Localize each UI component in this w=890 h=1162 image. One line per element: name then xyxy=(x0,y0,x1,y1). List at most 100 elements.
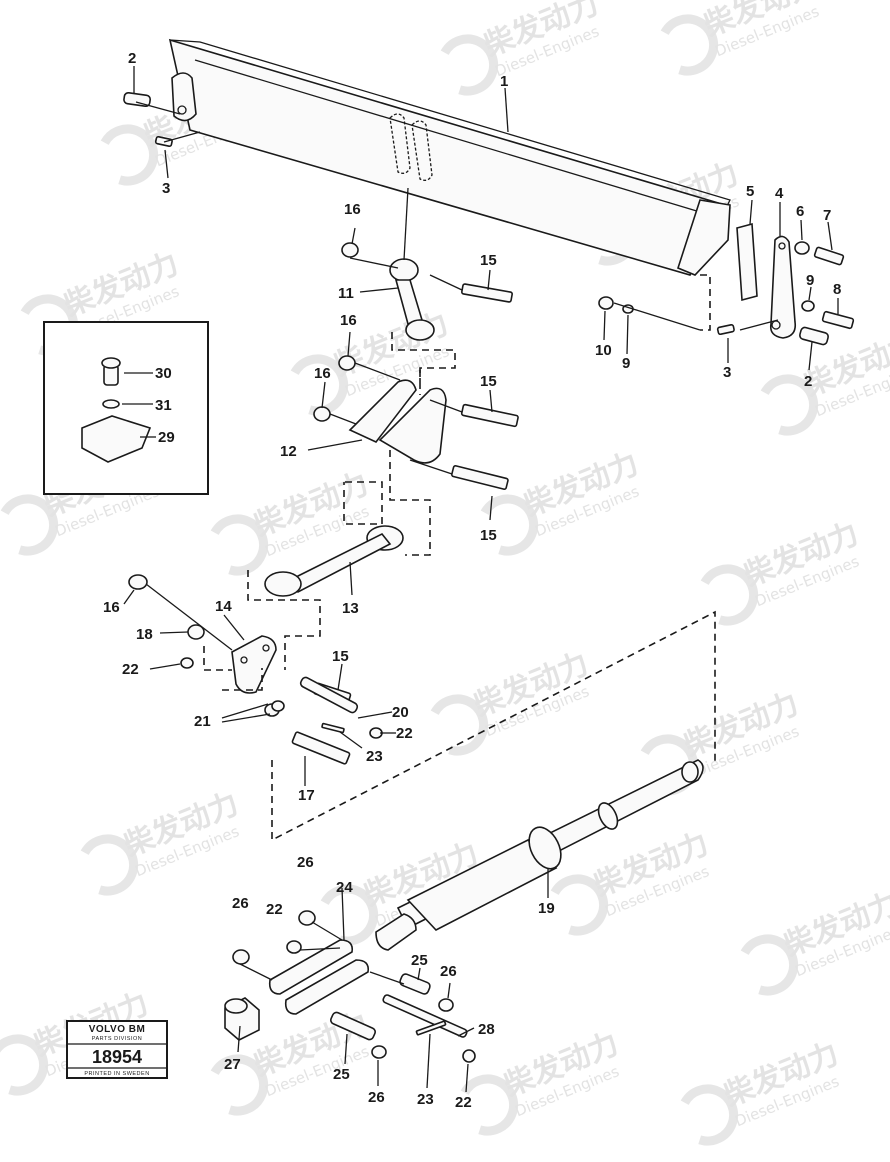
part-5-plate xyxy=(736,222,758,302)
callout-26: 26 xyxy=(297,854,314,871)
watermark: 柴发动力 Diesel-Engines xyxy=(740,886,890,996)
part-6-washer xyxy=(794,241,810,255)
part-2-pin-right xyxy=(799,326,829,346)
part-15-bolt-c xyxy=(451,464,509,490)
callout-23: 23 xyxy=(366,748,383,765)
callout-22: 22 xyxy=(122,661,139,678)
part-16-nut-c xyxy=(313,406,331,422)
part-23-pin xyxy=(321,722,345,734)
callout-9: 9 xyxy=(806,272,814,289)
part-19-cylinder xyxy=(375,759,704,951)
watermark: 柴发动力 Diesel-Engines xyxy=(660,0,824,76)
stamp-division: PARTS DIVISION xyxy=(92,1036,143,1042)
part-15-bolt-a xyxy=(461,283,513,303)
callout-7: 7 xyxy=(823,207,831,224)
callout-30: 30 xyxy=(155,365,172,382)
callout-14: 14 xyxy=(215,598,232,615)
callout-26: 26 xyxy=(232,895,249,912)
part-15-bolt-b xyxy=(460,403,519,428)
callout-17: 17 xyxy=(298,787,315,804)
part-21-nuts xyxy=(264,700,285,717)
part-4-link xyxy=(769,235,797,339)
callout-13: 13 xyxy=(342,600,359,617)
watermark: 柴发动力 Diesel-Engines xyxy=(80,786,244,896)
inset-box xyxy=(43,321,209,495)
part-20-pin xyxy=(299,676,359,714)
callout-19: 19 xyxy=(538,900,555,917)
callout-31: 31 xyxy=(155,397,172,414)
callout-10: 10 xyxy=(595,342,612,359)
callout-18: 18 xyxy=(136,626,153,643)
part-28-pin xyxy=(382,994,468,1038)
part-pin-2-top xyxy=(123,91,151,108)
callout-22: 22 xyxy=(455,1094,472,1111)
part-10-nut xyxy=(598,296,614,310)
watermark: 柴发动力 Diesel-Engines xyxy=(460,1026,624,1136)
callout-26: 26 xyxy=(368,1089,385,1106)
part-8-bolt xyxy=(821,310,855,330)
callout-15: 15 xyxy=(332,648,349,665)
callout-16: 16 xyxy=(340,312,357,329)
part-17-bolt xyxy=(291,731,351,765)
callout-4: 4 xyxy=(775,185,784,202)
callout-2: 2 xyxy=(804,373,812,390)
part-23-pin-bottom xyxy=(415,1020,447,1036)
callout-22: 22 xyxy=(266,901,283,918)
part-13-lever xyxy=(264,525,404,597)
part-22-washer-d xyxy=(462,1049,476,1063)
callout-21: 21 xyxy=(194,713,211,730)
part-16-nut-a xyxy=(341,242,359,258)
part-7-bolt xyxy=(813,246,845,266)
callout-24: 24 xyxy=(336,879,353,896)
watermark: 柴发动力 Diesel-Engines xyxy=(550,826,714,936)
part-22-washer-c xyxy=(286,940,302,954)
part-25-pin-b xyxy=(330,1011,376,1041)
callout-3: 3 xyxy=(723,364,731,381)
callout-1: 1 xyxy=(500,73,508,90)
stamp-number: 18954 xyxy=(92,1047,142,1067)
part-1-beam xyxy=(168,38,731,276)
part-24-link xyxy=(268,939,370,1015)
watermark: 柴发动力 Diesel-Engines xyxy=(430,646,594,756)
part-3-pin-right xyxy=(716,323,735,336)
callout-5: 5 xyxy=(746,183,754,200)
watermark: 柴发动力 Diesel-Engines xyxy=(480,446,644,556)
part-14-plate xyxy=(231,635,277,694)
callout-15: 15 xyxy=(480,373,497,390)
callout-16: 16 xyxy=(103,599,120,616)
callout-2: 2 xyxy=(128,50,136,67)
callout-16: 16 xyxy=(314,365,331,382)
stamp-printed: PRINTED IN SWEDEN xyxy=(84,1071,149,1077)
callout-9: 9 xyxy=(622,355,630,372)
callout-20: 20 xyxy=(392,704,409,721)
watermark: 柴发动力 Diesel-Engines xyxy=(440,0,604,96)
part-26-washer-b xyxy=(298,910,316,926)
stamp-brand: VOLVO BM xyxy=(89,1024,146,1035)
callout-15: 15 xyxy=(480,527,497,544)
part-22-washer-a xyxy=(180,657,194,669)
callout-25: 25 xyxy=(411,952,428,969)
callout-29: 29 xyxy=(158,429,175,446)
callout-25: 25 xyxy=(333,1066,350,1083)
callout-16: 16 xyxy=(344,201,361,218)
callout-15: 15 xyxy=(480,252,497,269)
callout-27: 27 xyxy=(224,1056,241,1073)
callout-labels: 1 2 3 2 3 4 5 6 7 8 9 10 9 11 12 13 14 1… xyxy=(103,50,841,1111)
part-25-pin-a xyxy=(399,973,431,995)
leader-lines xyxy=(122,66,839,1093)
callout-8: 8 xyxy=(833,281,841,298)
part-11-link xyxy=(389,258,435,341)
part-26-washer-c xyxy=(438,998,454,1012)
part-12-bracket xyxy=(348,379,447,464)
part-27-bushing xyxy=(224,997,260,1041)
callout-6: 6 xyxy=(796,203,804,220)
callout-11: 11 xyxy=(338,285,354,302)
part-16-nut-b xyxy=(338,355,356,371)
part-26-washer-a xyxy=(232,949,250,965)
part-26-washer-d xyxy=(371,1045,387,1059)
watermark: 柴发动力 Diesel-Engines xyxy=(680,1036,844,1146)
callout-28: 28 xyxy=(478,1021,495,1038)
part-16-nut-d xyxy=(128,574,148,590)
volvo-bm-stamp: VOLVO BM PARTS DIVISION 18954 PRINTED IN… xyxy=(66,1020,168,1079)
